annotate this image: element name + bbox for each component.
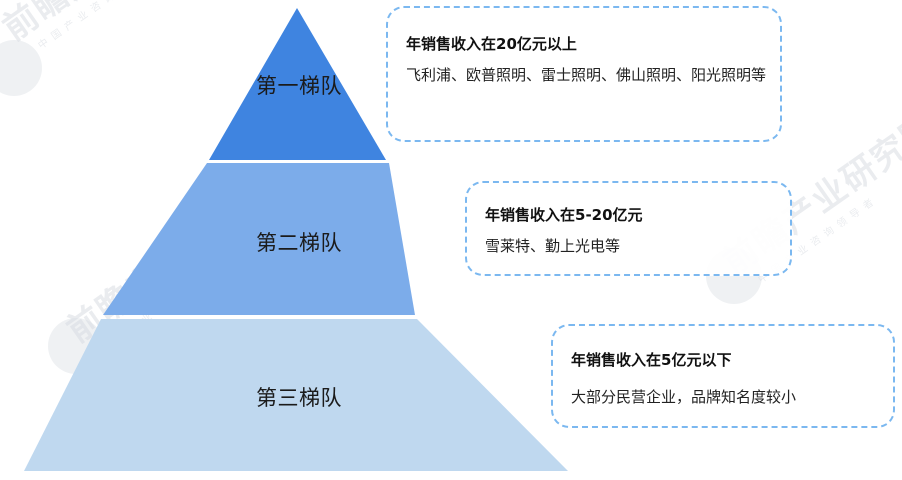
pyramid-tier-3 [24, 319, 568, 471]
tier-3-info-box: 年销售收入在5亿元以下 大部分民营企业，品牌知名度较小 [551, 324, 895, 428]
tier-1-revenue-criteria: 年销售收入在20亿元以上 [406, 35, 577, 53]
tier-2-revenue-criteria: 年销售收入在5-20亿元 [485, 206, 643, 224]
pyramid-tier-1 [209, 8, 386, 160]
tier-2-companies: 雪莱特、勤上光电等 [485, 237, 621, 255]
tier-2-info-box: 年销售收入在5-20亿元 雪莱特、勤上光电等 [465, 181, 792, 276]
tier-3-companies: 大部分民营企业，品牌知名度较小 [571, 388, 797, 406]
tier-1-label: 第一梯队 [256, 74, 342, 98]
tier-3-label: 第三梯队 [256, 386, 342, 410]
tier-2-label: 第二梯队 [256, 231, 342, 255]
tier-1-companies: 飞利浦、欧普照明、雷士照明、佛山照明、阳光照明等 [406, 66, 767, 84]
tier-3-revenue-criteria: 年销售收入在5亿元以下 [571, 351, 732, 369]
pyramid-tier-2 [103, 163, 415, 315]
tier-1-info-box: 年销售收入在20亿元以上 飞利浦、欧普照明、雷士照明、佛山照明、阳光照明等 [386, 6, 782, 142]
